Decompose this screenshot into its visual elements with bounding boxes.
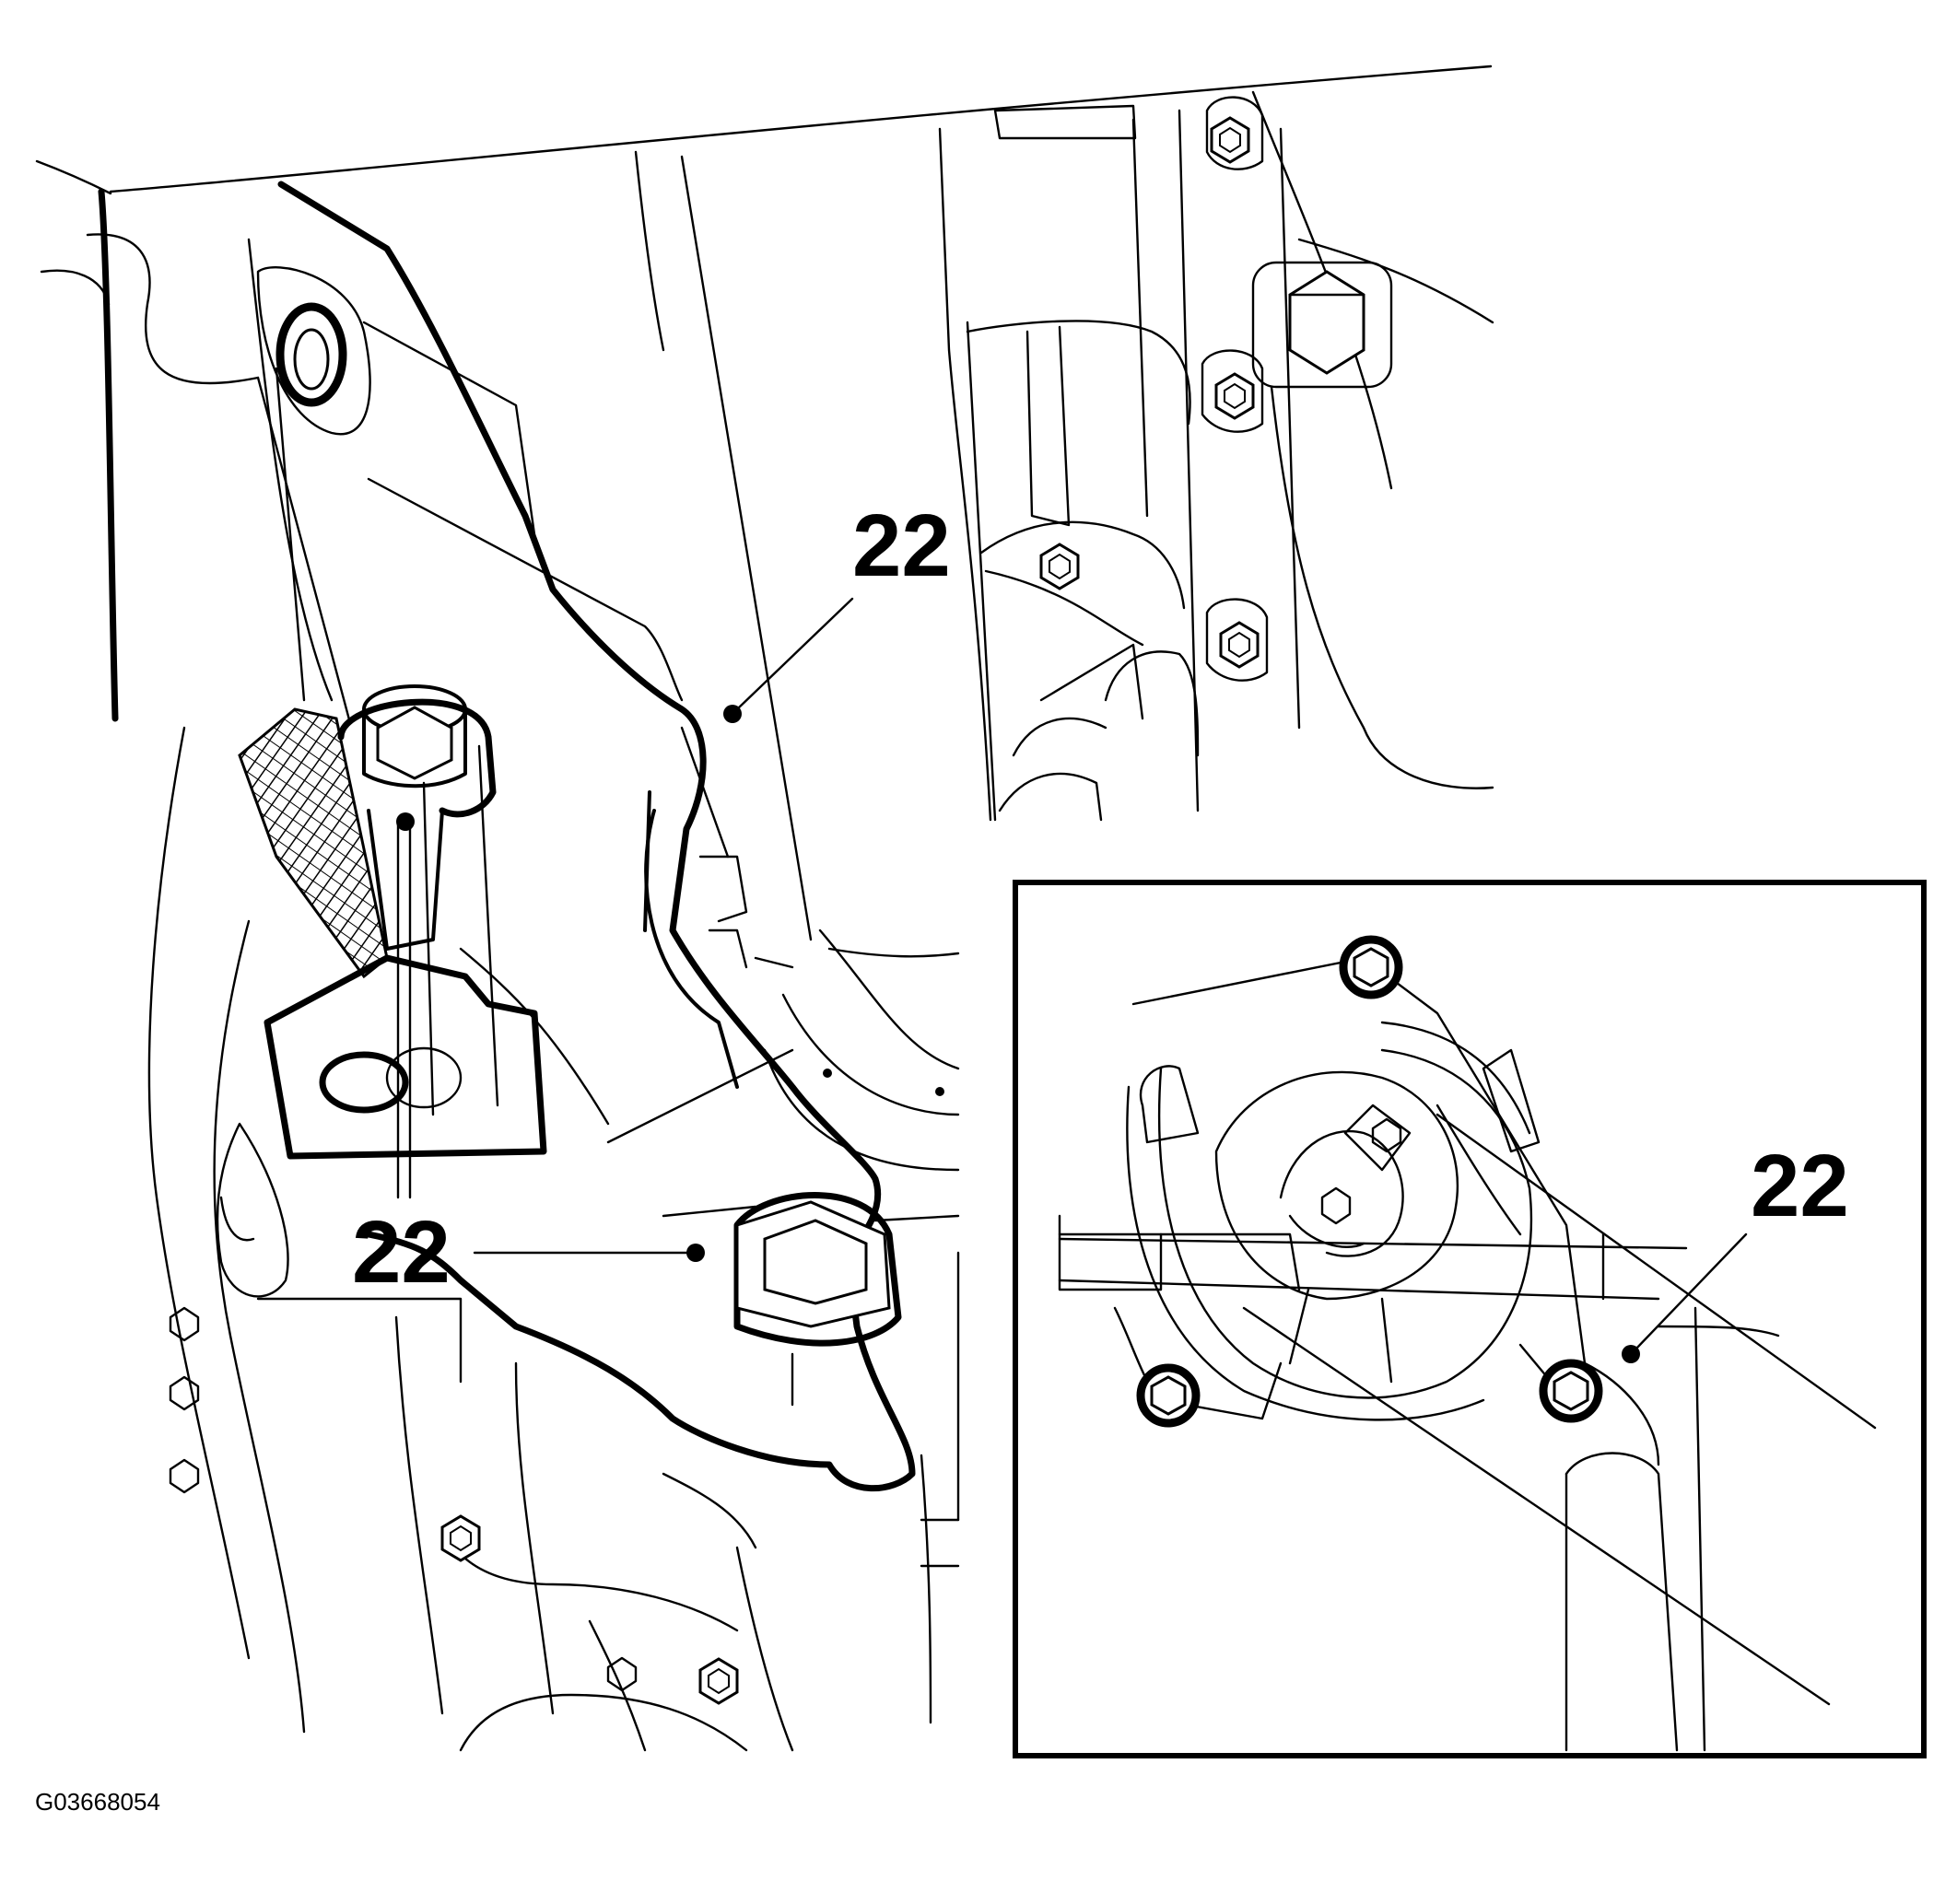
callout-top-right: 22	[723, 496, 951, 723]
bolt-icon	[698, 1657, 739, 1705]
callout-label: 22	[852, 496, 951, 595]
bushing	[256, 266, 371, 436]
bolt-icon	[1339, 935, 1403, 999]
lower-bolt	[733, 1192, 902, 1407]
bolt-icon	[1214, 372, 1255, 420]
callout-label: 22	[352, 1203, 451, 1302]
shaft-rings	[754, 929, 960, 1222]
figure-id: G03668054	[35, 1788, 160, 1816]
bolt-icon	[1219, 621, 1260, 669]
callout-inset: 22	[1622, 1137, 1849, 1363]
inset-frame	[1013, 880, 1927, 1758]
main-view	[35, 64, 1494, 1752]
bolt-icon	[1539, 1359, 1603, 1423]
inset-detail	[1013, 880, 1927, 1758]
callout-bottom-left: 22	[352, 812, 705, 1302]
mount-bracket	[277, 181, 916, 1492]
bolt-icon	[440, 1514, 481, 1562]
bolt-icon	[1039, 543, 1080, 590]
bolt-icon	[1136, 1363, 1201, 1428]
bolt-icon	[1210, 116, 1250, 164]
hex-nut-icon	[1251, 261, 1393, 389]
callout-label: 22	[1751, 1137, 1849, 1235]
upper-housing-edge	[109, 64, 1493, 193]
